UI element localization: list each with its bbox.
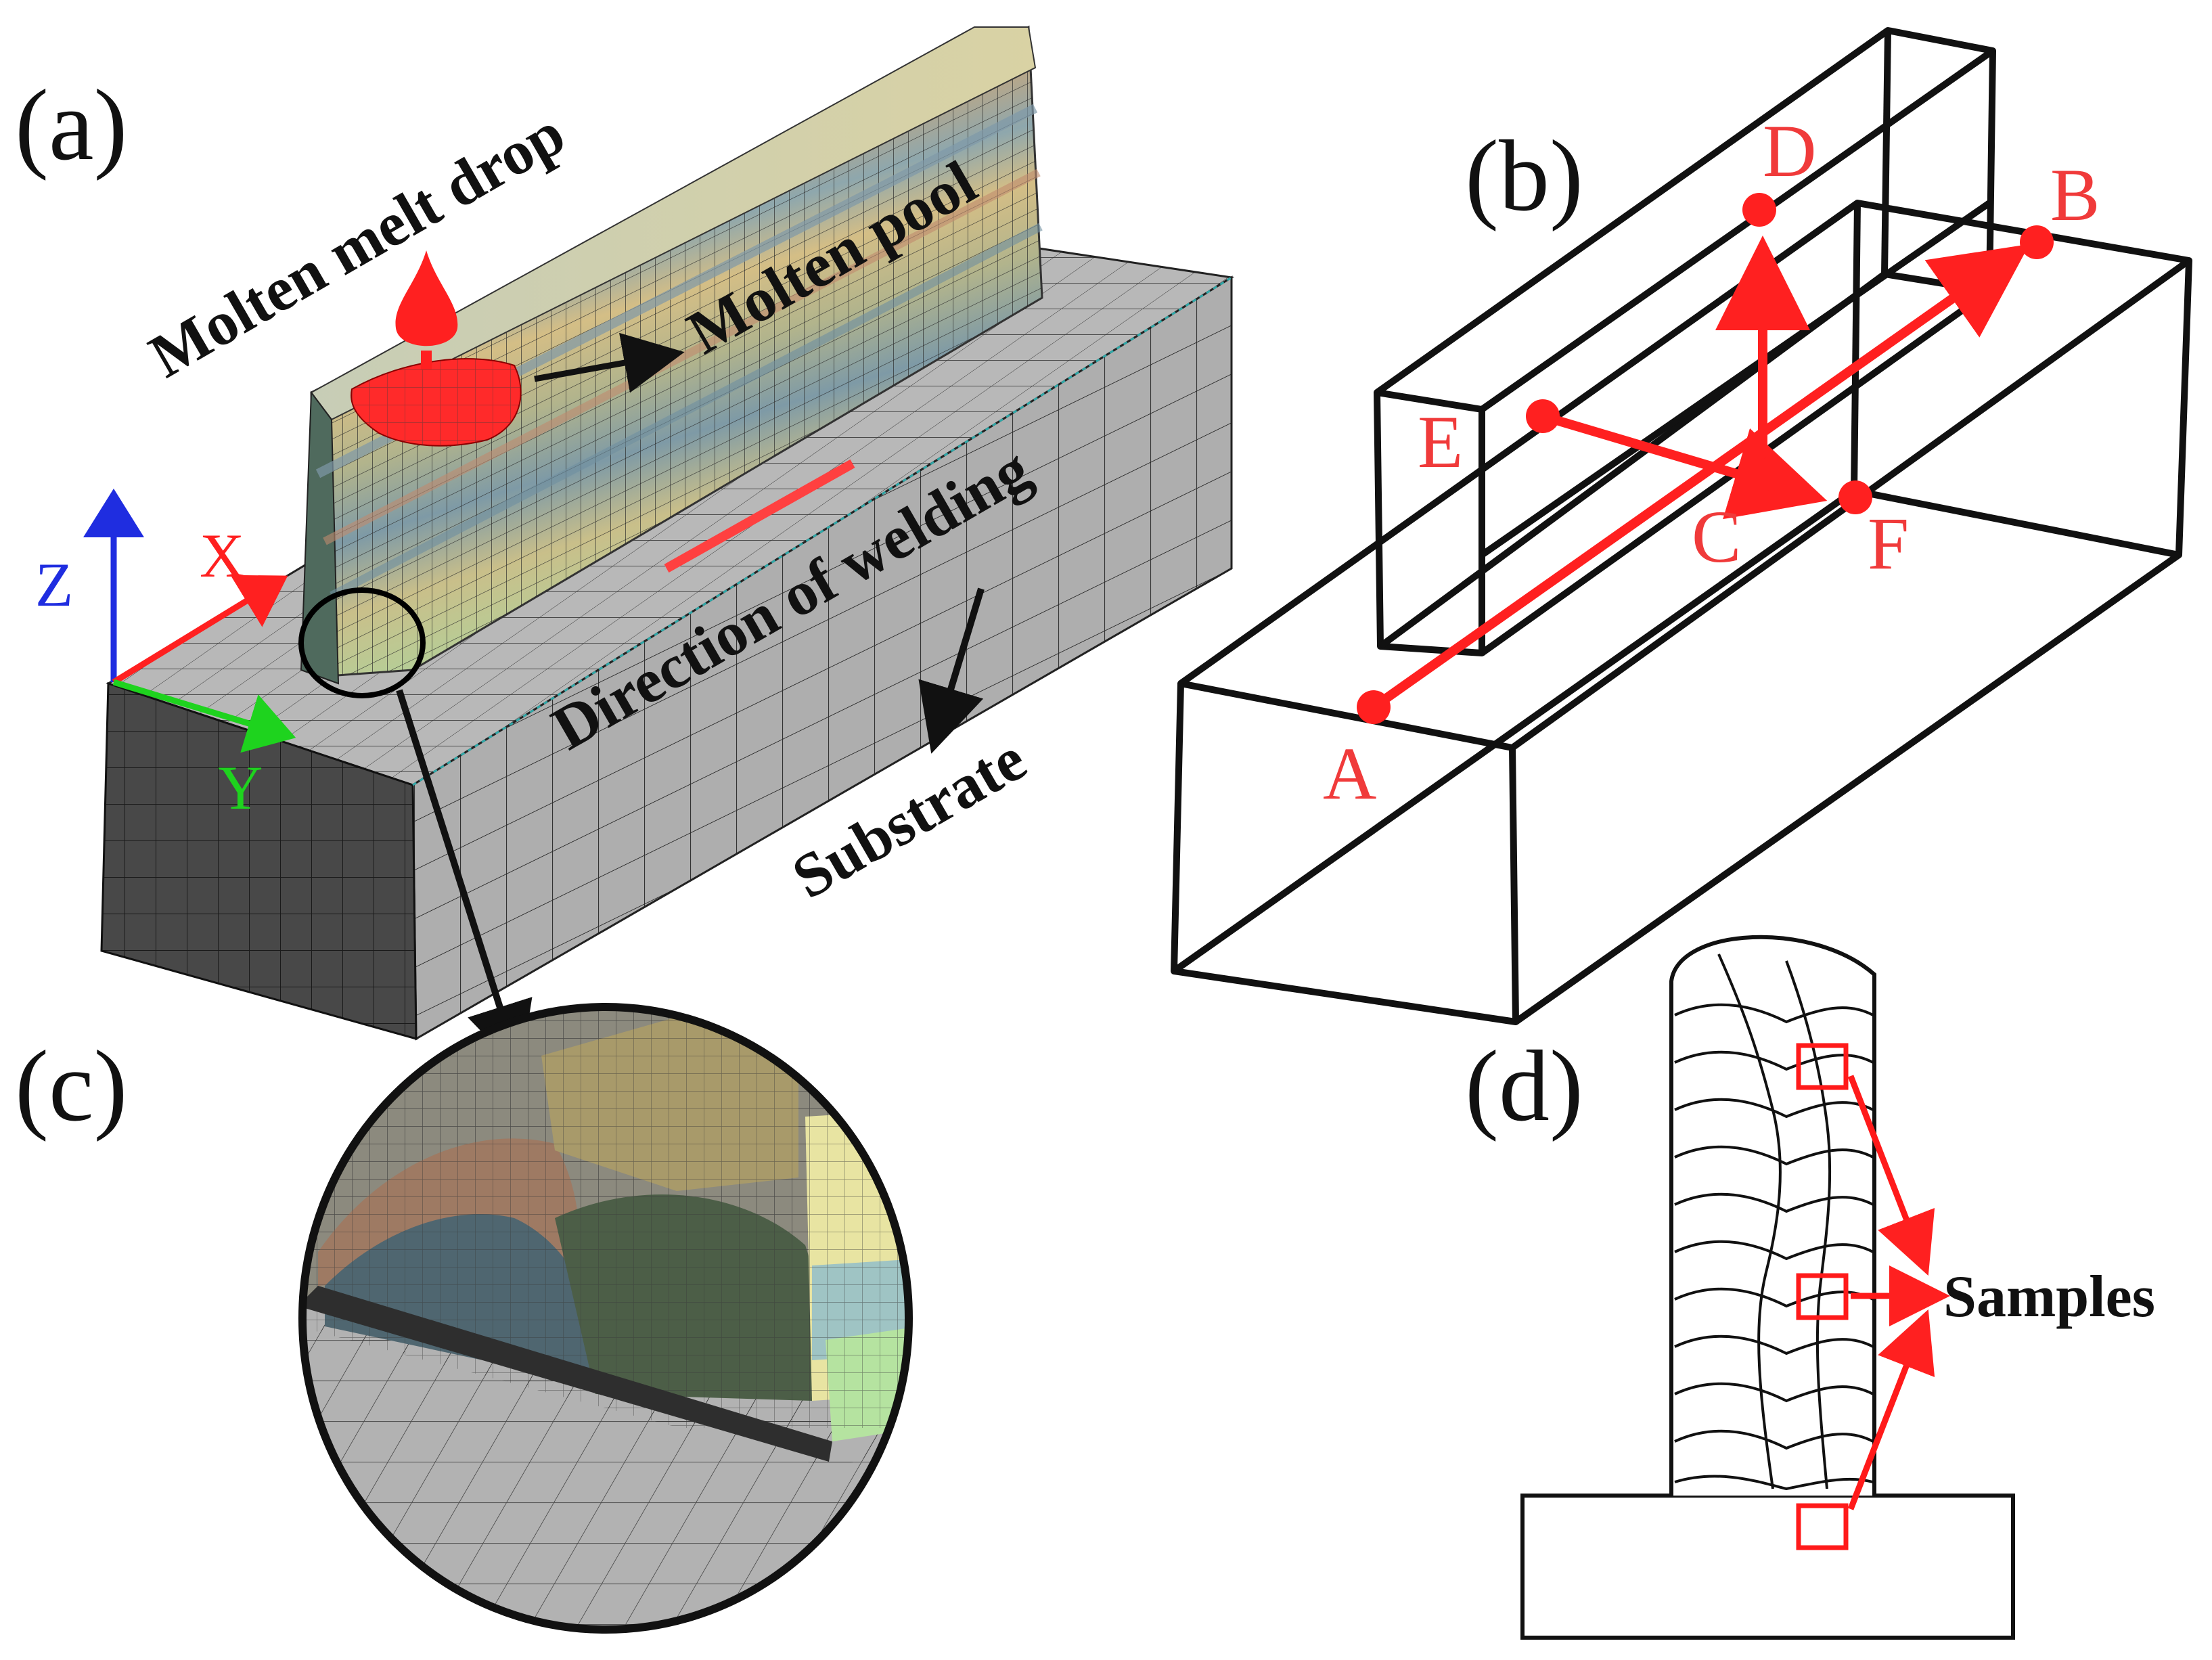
molten-drop-icon xyxy=(395,250,458,346)
point-d-marker xyxy=(1742,193,1776,227)
substrate-arrow xyxy=(918,587,985,754)
panel-d-label: (d) xyxy=(1465,1030,1583,1142)
panel-b-label: (b) xyxy=(1465,120,1583,232)
point-b-marker xyxy=(2020,225,2054,259)
point-e-label: E xyxy=(1418,401,1463,483)
base-block-top xyxy=(1177,200,2192,751)
welding-direction-arrow xyxy=(664,459,855,573)
x-axis-arrow xyxy=(112,575,288,685)
point-f-label: F xyxy=(1868,502,1909,585)
point-e-marker xyxy=(1526,399,1560,433)
wall-block-hidden-edge xyxy=(1881,30,1891,275)
sample-box-bottom xyxy=(1796,1503,1849,1550)
axis-z-label: Z xyxy=(35,550,73,619)
point-c-marker xyxy=(1755,457,1788,491)
point-a-label: A xyxy=(1323,732,1376,815)
cross-section-wall xyxy=(1669,935,1876,1496)
sample-arrow-top xyxy=(1847,1075,1935,1276)
panel-d: (d) Samples xyxy=(1465,935,2155,1640)
wall-block-front xyxy=(1374,392,1485,656)
wall-block-inner-edge xyxy=(1480,200,1991,558)
base-block-hidden-edge xyxy=(1851,202,1861,491)
zoom-arrow xyxy=(396,689,533,1072)
substrate-end-face xyxy=(100,681,417,1040)
panel-a: Z X Y (a) Molten melt drop Molten pool D… xyxy=(15,25,1235,1072)
y-axis-arrow xyxy=(112,679,296,753)
panel-b-paths: A B C D E F xyxy=(1323,110,2100,815)
point-b-label: B xyxy=(2050,154,2100,236)
base-block-hidden-edge xyxy=(1853,487,2180,558)
panel-c: (c) xyxy=(15,1003,913,1634)
point-a-marker xyxy=(1357,690,1391,724)
samples-label: Samples xyxy=(1943,1264,2155,1330)
point-f-marker xyxy=(1838,480,1872,514)
sample-box-top xyxy=(1796,1043,1849,1090)
point-c-label: C xyxy=(1692,495,1741,578)
base-block-hidden-edge xyxy=(1172,487,1856,974)
point-d-label: D xyxy=(1763,110,1816,192)
cross-section-base xyxy=(1520,1494,2015,1640)
zoom-circle-border xyxy=(298,1003,913,1634)
zoom-view xyxy=(302,1007,909,1630)
coordinate-axes: Z X Y xyxy=(35,489,296,822)
sample-arrow-bottom xyxy=(1847,1309,1935,1510)
sample-box-middle xyxy=(1796,1273,1849,1320)
axis-y-label: Y xyxy=(218,753,263,822)
substrate-edge-highlight xyxy=(412,276,1232,786)
molten-drop-stream xyxy=(421,351,432,369)
base-block-front xyxy=(1171,683,1519,1025)
wall-layer-band xyxy=(330,223,1043,600)
molten-pool-mesh xyxy=(351,359,521,446)
axis-x-label: X xyxy=(200,521,244,590)
panel-a-label: (a) xyxy=(15,69,127,181)
path-a-to-b xyxy=(1370,244,2030,711)
molten-pool-arrow xyxy=(534,332,685,393)
panel-b: (b) xyxy=(1171,27,2192,1025)
zoom-source-circle xyxy=(298,587,426,698)
panel-c-label: (c) xyxy=(15,1030,127,1142)
